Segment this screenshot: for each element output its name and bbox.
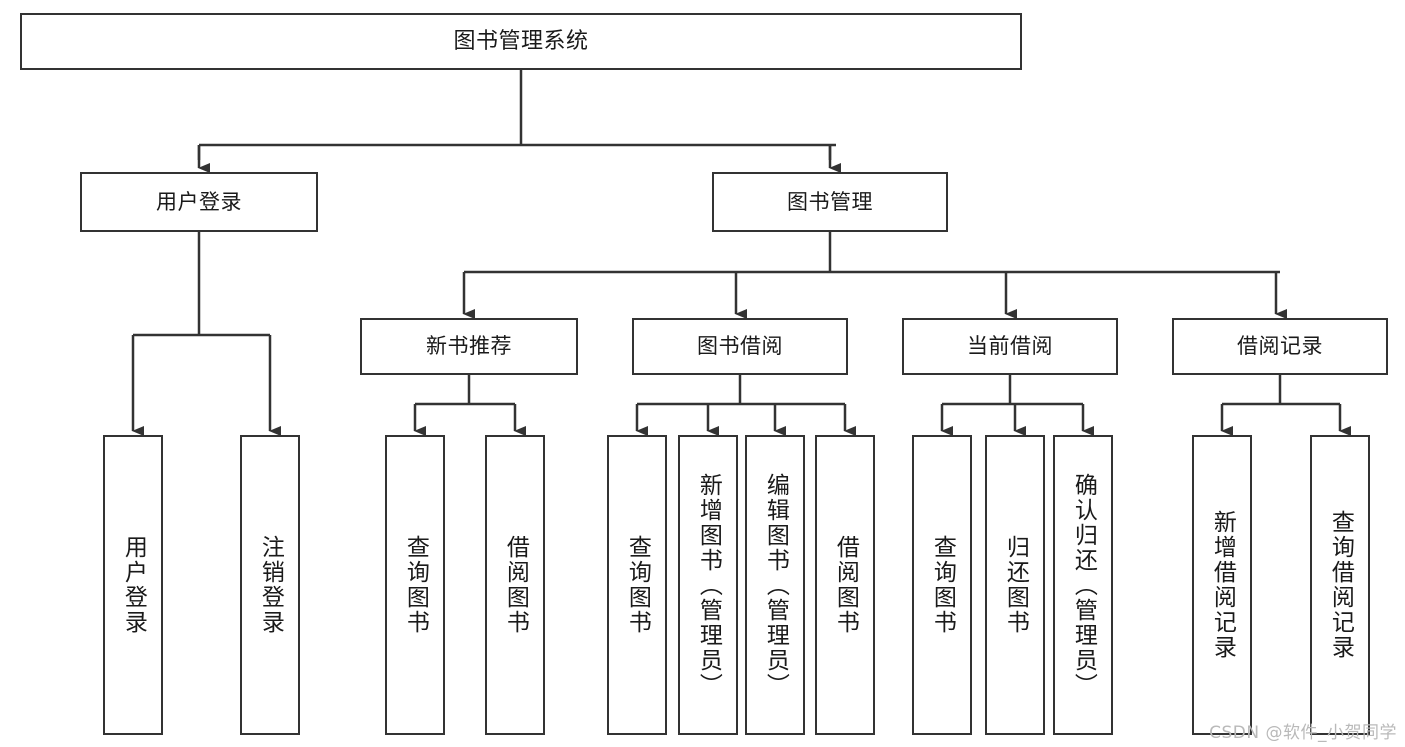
leaf-borrow-book-recommend-label: 借阅图书 bbox=[502, 535, 529, 635]
leaf-borrow-book-label: 借阅图书 bbox=[832, 535, 859, 635]
leaf-confirm-return-label: 确认归还（管理员） bbox=[1070, 472, 1097, 698]
node-new-book-recommend[interactable]: 新书推荐 bbox=[360, 318, 578, 375]
leaf-add-book-label: 新增图书（管理员） bbox=[695, 472, 722, 698]
node-book-manage-label: 图书管理 bbox=[787, 189, 873, 214]
leaf-return-book-label: 归还图书 bbox=[1002, 535, 1029, 635]
leaf-edit-book[interactable]: 编辑图书（管理员） bbox=[745, 435, 805, 735]
leaf-add-borrow-record[interactable]: 新增借阅记录 bbox=[1192, 435, 1252, 735]
leaf-borrow-book-recommend[interactable]: 借阅图书 bbox=[485, 435, 545, 735]
leaf-confirm-return[interactable]: 确认归还（管理员） bbox=[1053, 435, 1113, 735]
node-root-label: 图书管理系统 bbox=[453, 28, 589, 54]
leaf-return-book[interactable]: 归还图书 bbox=[985, 435, 1045, 735]
node-current-borrow[interactable]: 当前借阅 bbox=[902, 318, 1118, 375]
node-book-borrow[interactable]: 图书借阅 bbox=[632, 318, 848, 375]
node-book-manage[interactable]: 图书管理 bbox=[712, 172, 948, 232]
leaf-edit-book-label: 编辑图书（管理员） bbox=[762, 472, 789, 698]
node-root[interactable]: 图书管理系统 bbox=[20, 13, 1022, 70]
leaf-add-book[interactable]: 新增图书（管理员） bbox=[678, 435, 738, 735]
leaf-query-book-recommend-label: 查询图书 bbox=[402, 535, 429, 635]
leaf-borrow-book[interactable]: 借阅图书 bbox=[815, 435, 875, 735]
leaf-query-book-borrow-label: 查询图书 bbox=[624, 535, 651, 635]
leaf-user-login-label: 用户登录 bbox=[120, 535, 147, 635]
leaf-query-book-recommend[interactable]: 查询图书 bbox=[385, 435, 445, 735]
leaf-query-book-borrow[interactable]: 查询图书 bbox=[607, 435, 667, 735]
leaf-query-book-current-label: 查询图书 bbox=[929, 535, 956, 635]
node-borrow-record[interactable]: 借阅记录 bbox=[1172, 318, 1388, 375]
node-current-borrow-label: 当前借阅 bbox=[967, 334, 1053, 359]
node-new-book-recommend-label: 新书推荐 bbox=[426, 334, 512, 359]
leaf-query-borrow-record[interactable]: 查询借阅记录 bbox=[1310, 435, 1370, 735]
leaf-query-borrow-record-label: 查询借阅记录 bbox=[1327, 510, 1354, 660]
node-borrow-record-label: 借阅记录 bbox=[1237, 334, 1323, 359]
watermark: CSDN @软件_小贺同学 bbox=[1209, 723, 1397, 743]
leaf-query-book-current[interactable]: 查询图书 bbox=[912, 435, 972, 735]
node-user-login[interactable]: 用户登录 bbox=[80, 172, 318, 232]
leaf-logout-label: 注销登录 bbox=[257, 535, 284, 635]
node-book-borrow-label: 图书借阅 bbox=[697, 334, 783, 359]
leaf-user-login[interactable]: 用户登录 bbox=[103, 435, 163, 735]
node-user-login-label: 用户登录 bbox=[156, 189, 242, 214]
leaf-add-borrow-record-label: 新增借阅记录 bbox=[1209, 510, 1236, 660]
leaf-logout[interactable]: 注销登录 bbox=[240, 435, 300, 735]
